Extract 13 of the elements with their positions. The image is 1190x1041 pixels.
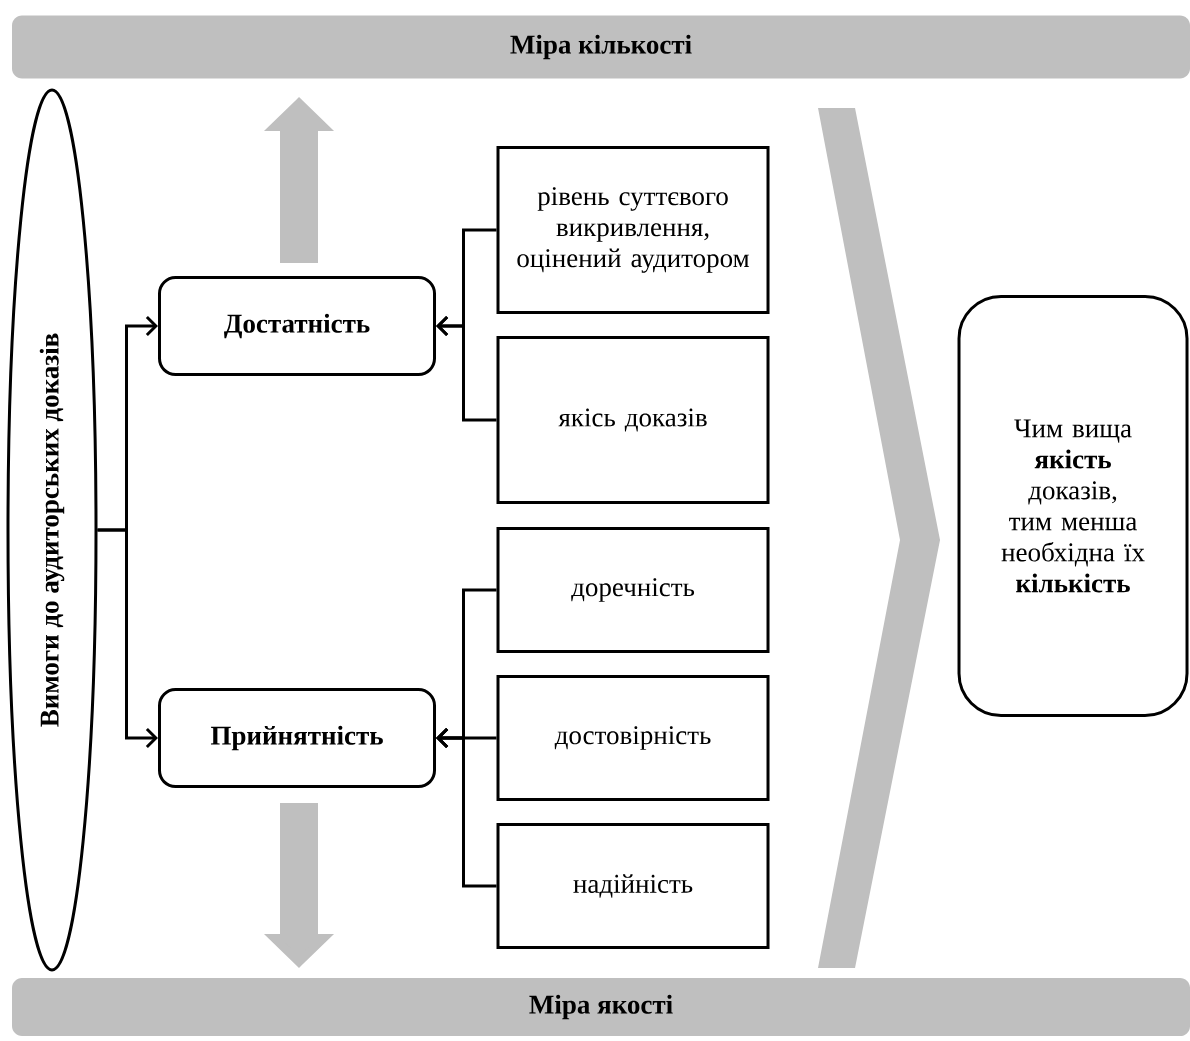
criterion-box: якісь доказів [496, 336, 770, 504]
header-band: Міра кількості [12, 15, 1190, 79]
header-band: Міра якості [12, 978, 1190, 1036]
criterion-box: доречність [496, 527, 770, 653]
arrow [436, 315, 497, 422]
arrow [97, 528, 158, 749]
rounded-box: Достатність [158, 276, 436, 376]
criterion-box: рівень суттєвого викривлення, оцінений аудитором [496, 146, 770, 314]
conclusion-box: Чим вища якість доказів, тим менша необхідна їх кількість [957, 295, 1189, 717]
arrow [436, 727, 497, 888]
rounded-box: Прийнятність [158, 688, 436, 788]
criterion-box: достовірність [496, 675, 770, 801]
criterion-box: надійність [496, 823, 770, 949]
